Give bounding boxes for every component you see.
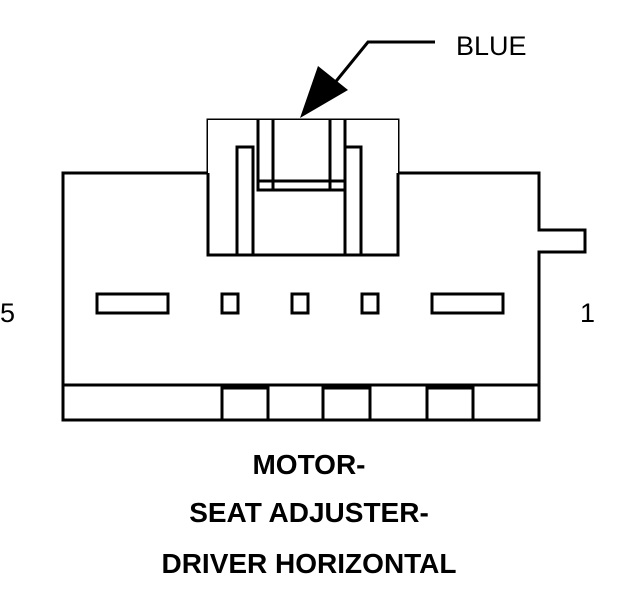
terminal-cavity-4 bbox=[220, 292, 240, 315]
callout-leader-line bbox=[331, 40, 435, 86]
bottom-key-center bbox=[321, 386, 372, 422]
latch-housing-outline bbox=[206, 173, 400, 257]
latch-right-outer-rail bbox=[343, 145, 363, 257]
terminal-cavity-5 bbox=[95, 292, 170, 315]
terminal-cavity-2 bbox=[360, 292, 380, 315]
component-title-line-2: SEAT ADJUSTER- bbox=[189, 497, 429, 528]
bottom-key-right bbox=[425, 386, 475, 422]
terminal-cavity-1 bbox=[430, 292, 505, 315]
component-title-line-1: MOTOR- bbox=[252, 449, 365, 480]
pin-label-right: 1 bbox=[580, 298, 595, 328]
callout-label: BLUE bbox=[456, 31, 527, 61]
pin-label-left: 5 bbox=[0, 298, 15, 328]
callout-arrowhead bbox=[300, 66, 348, 118]
component-title-line-3: DRIVER HORIZONTAL bbox=[161, 548, 456, 579]
terminal-cavity-3 bbox=[290, 292, 310, 315]
latch-left-outer-rail bbox=[235, 145, 255, 257]
bottom-key-left bbox=[220, 386, 270, 422]
